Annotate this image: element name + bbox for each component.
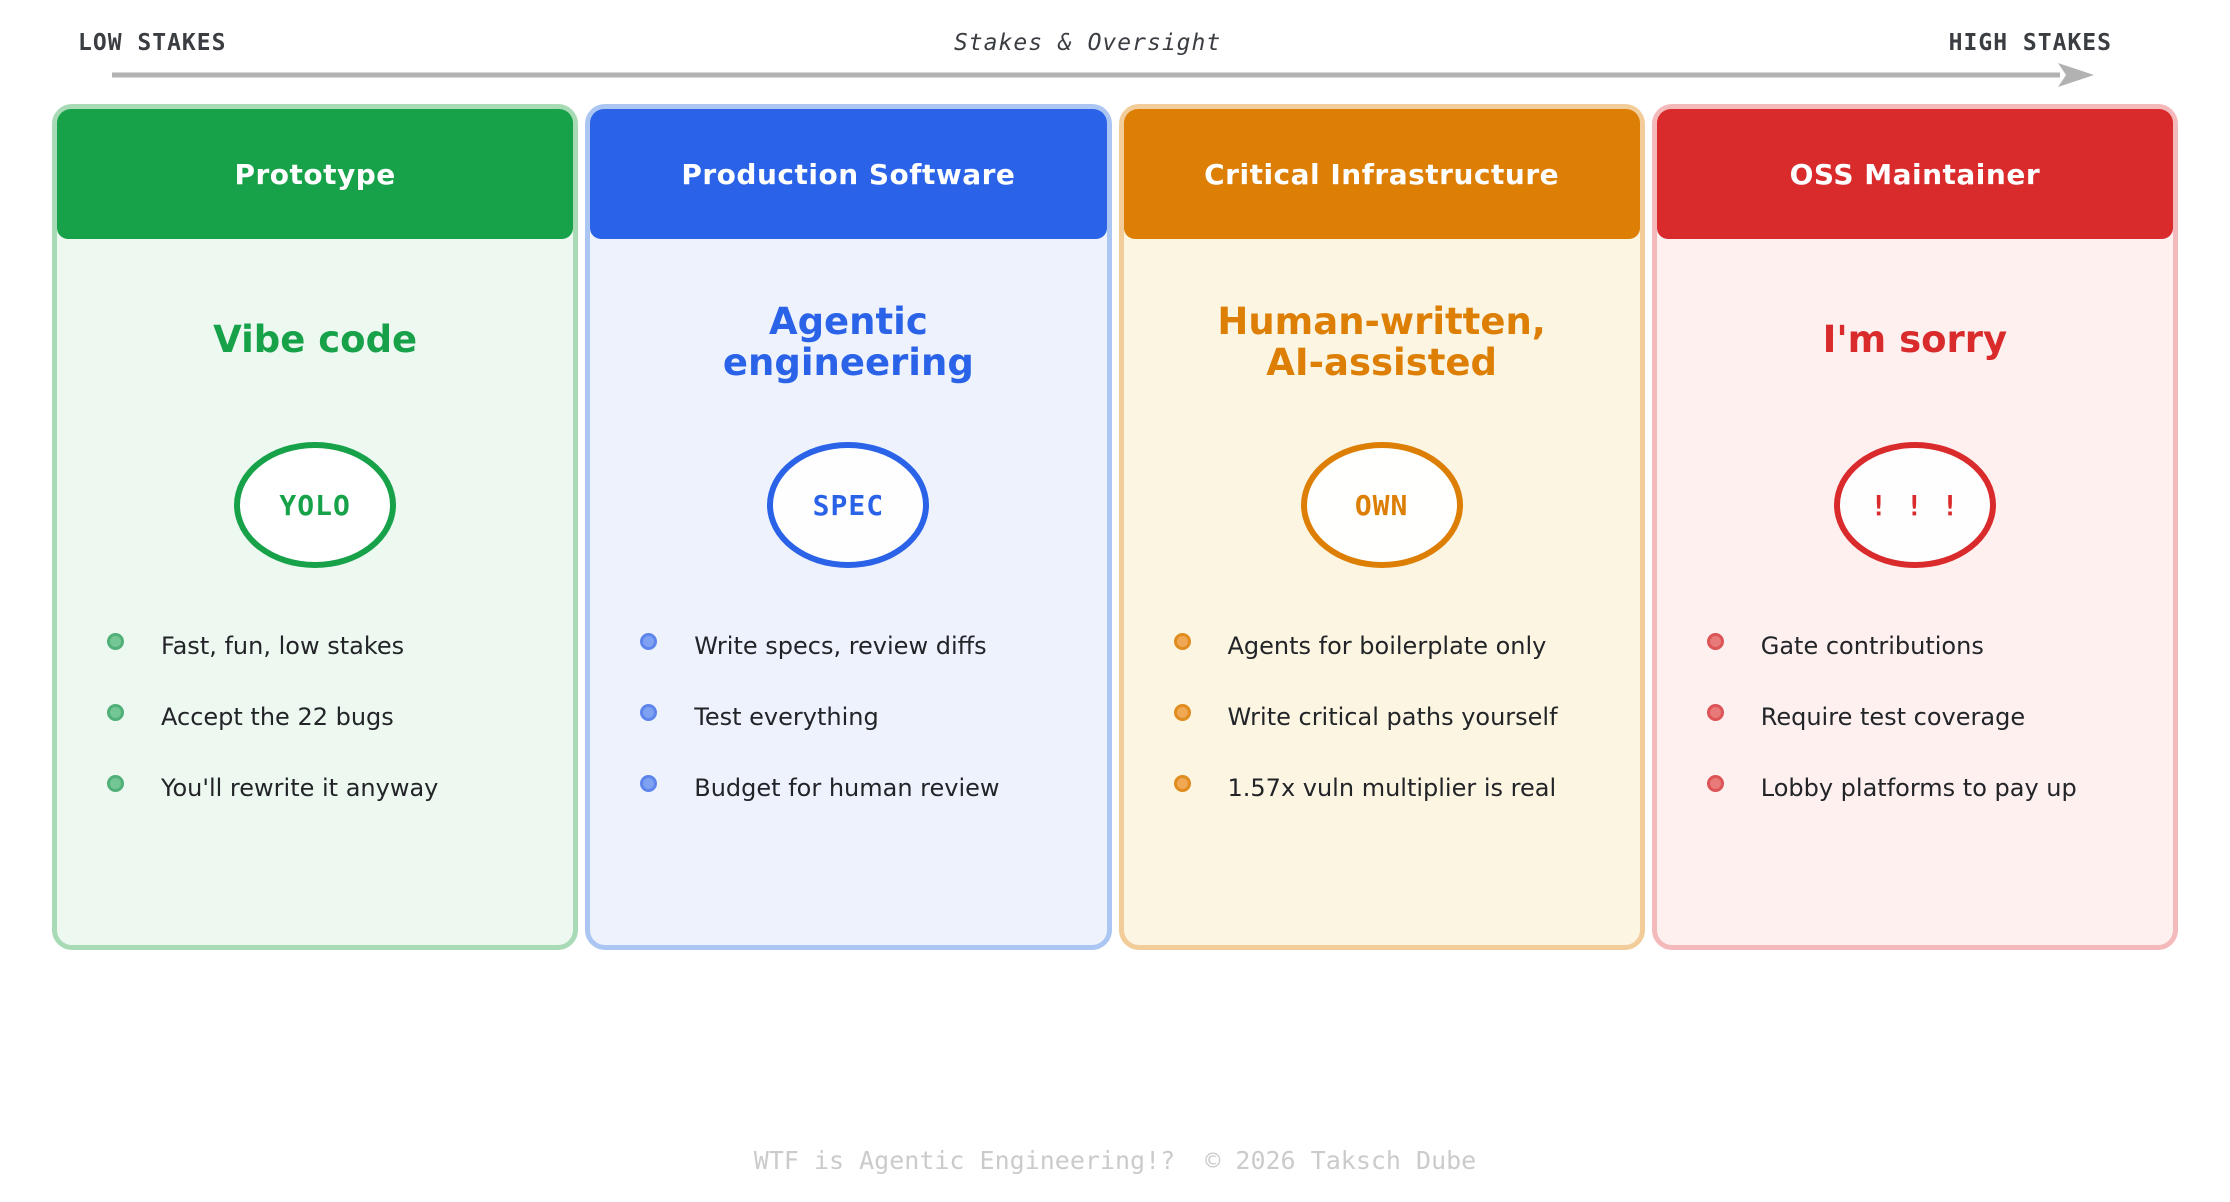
bullet-dot-icon xyxy=(1706,633,1724,650)
high-stakes-label: HIGH STAKES xyxy=(1948,30,2112,56)
card-subtitle: Human-written, AI-assisted xyxy=(1124,279,1640,404)
bullet-dot-icon xyxy=(107,775,124,792)
subtitle-line: AI-assisted xyxy=(1266,340,1497,384)
bullet-dot-icon xyxy=(640,633,658,650)
card-subtitle: I'm sorry xyxy=(1657,279,2173,404)
yolo-badge: YOLO xyxy=(234,442,397,568)
subtitle-line: Agentic xyxy=(768,299,928,343)
badge-label: ! ! ! xyxy=(1870,488,1960,522)
low-stakes-label: LOW STAKES xyxy=(78,30,227,56)
card-subtitle: Vibe code xyxy=(57,279,573,404)
bullet-dot-icon xyxy=(107,633,124,650)
bullet-list: Gate contributions Require test coverage… xyxy=(1657,610,2173,823)
list-item: Agents for boilerplate only xyxy=(1173,610,1620,681)
exclamation-badge: ! ! ! xyxy=(1833,442,1996,568)
list-item: Budget for human review xyxy=(640,752,1086,823)
bullet-dot-icon xyxy=(1173,775,1191,792)
badge-label: YOLO xyxy=(279,488,351,522)
spec-badge: SPEC xyxy=(767,442,930,568)
list-item: You'll rewrite it anyway xyxy=(107,752,553,823)
list-item: Accept the 22 bugs xyxy=(107,681,553,752)
stakes-cards-row: Prototype Vibe code YOLO Fast, fun, low … xyxy=(52,104,2178,950)
list-item: Test everything xyxy=(640,681,1086,752)
card-production-software: Production Software Agentic engineering … xyxy=(585,104,1112,950)
bullet-text: Budget for human review xyxy=(694,773,1000,802)
spectrum-title: Stakes & Oversight xyxy=(953,30,1222,56)
card-title: Prototype xyxy=(234,157,396,191)
bullet-text: You'll rewrite it anyway xyxy=(161,773,439,802)
spectrum-arrow xyxy=(112,62,2095,88)
list-item: Write specs, review diffs xyxy=(640,610,1086,681)
list-item: Fast, fun, low stakes xyxy=(107,610,553,681)
subtitle-line: Vibe code xyxy=(213,318,418,361)
bullet-text: Gate contributions xyxy=(1760,631,1984,660)
subtitle-line: Human-written, xyxy=(1217,299,1546,343)
list-item: Require test coverage xyxy=(1706,681,2153,752)
card-header: OSS Maintainer xyxy=(1656,109,2173,239)
card-header: Production Software xyxy=(590,109,1107,239)
card-oss-maintainer: OSS Maintainer I'm sorry ! ! ! Gate cont… xyxy=(1651,104,2178,950)
bullet-dot-icon xyxy=(107,704,124,721)
bullet-text: Require test coverage xyxy=(1760,702,2026,731)
subtitle-line: engineering xyxy=(722,340,974,384)
card-title: Critical Infrastructure xyxy=(1204,157,1560,191)
badge-label: SPEC xyxy=(812,488,885,522)
bullet-dot-icon xyxy=(640,775,658,792)
bullet-text: 1.57x vuln multiplier is real xyxy=(1227,773,1557,802)
bullet-text: Write specs, review diffs xyxy=(694,631,987,660)
card-title: Production Software xyxy=(681,157,1016,191)
spectrum-axis-labels: LOW STAKES Stakes & Oversight HIGH STAKE… xyxy=(78,30,2112,56)
bullet-text: Write critical paths yourself xyxy=(1227,702,1558,731)
bullet-dot-icon xyxy=(1706,704,1724,721)
card-header: Critical Infrastructure xyxy=(1123,109,1640,239)
card-title: OSS Maintainer xyxy=(1789,157,2041,191)
list-item: Gate contributions xyxy=(1706,610,2153,681)
card-critical-infrastructure: Critical Infrastructure Human-written, A… xyxy=(1118,104,1645,950)
own-badge: OWN xyxy=(1300,442,1463,568)
right-arrow-icon xyxy=(112,63,2094,87)
bullet-dot-icon xyxy=(1173,704,1191,721)
bullet-text: Agents for boilerplate only xyxy=(1227,631,1547,660)
card-header: Prototype xyxy=(57,109,574,239)
subtitle-line: I'm sorry xyxy=(1822,318,2008,361)
footer-credit: WTF is Agentic Engineering!? © 2026 Taks… xyxy=(753,1146,1477,1175)
badge-label: OWN xyxy=(1354,488,1409,522)
bullet-text: Accept the 22 bugs xyxy=(161,702,394,731)
list-item: Lobby platforms to pay up xyxy=(1706,752,2153,823)
list-item: Write critical paths yourself xyxy=(1173,681,1620,752)
card-subtitle: Agentic engineering xyxy=(590,279,1106,404)
bullet-dot-icon xyxy=(1173,633,1191,650)
bullet-dot-icon xyxy=(640,704,658,721)
bullet-list: Write specs, review diffs Test everythin… xyxy=(590,610,1106,823)
bullet-text: Lobby platforms to pay up xyxy=(1760,773,2077,802)
bullet-list: Fast, fun, low stakes Accept the 22 bugs… xyxy=(57,610,573,823)
bullet-list: Agents for boilerplate only Write critic… xyxy=(1124,610,1640,823)
bullet-text: Fast, fun, low stakes xyxy=(161,631,405,660)
bullet-dot-icon xyxy=(1706,775,1724,792)
list-item: 1.57x vuln multiplier is real xyxy=(1173,752,1620,823)
card-prototype: Prototype Vibe code YOLO Fast, fun, low … xyxy=(52,104,579,950)
bullet-text: Test everything xyxy=(694,702,879,731)
